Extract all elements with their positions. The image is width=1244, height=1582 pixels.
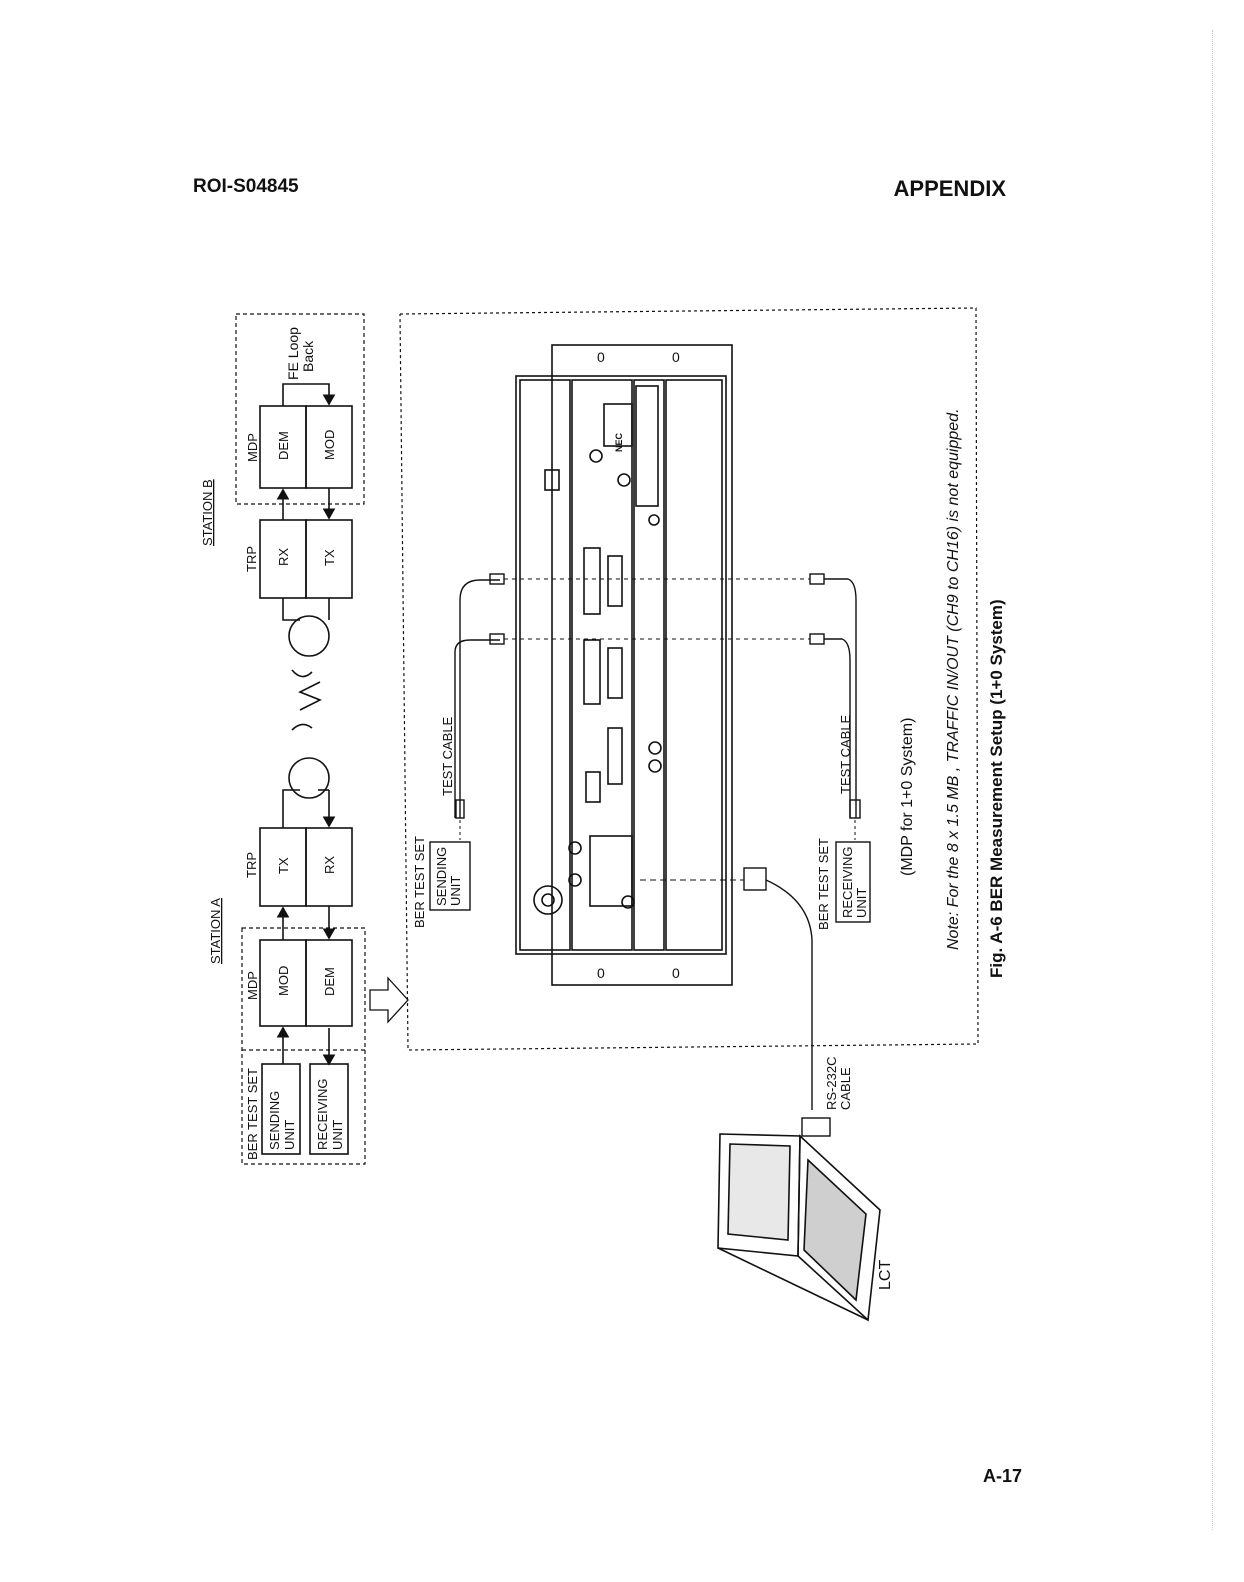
mod-b: MOD [322,430,337,460]
station-b-labels: STATION B TRP RX TX MDP DEM MOD FE Loop … [200,327,337,572]
dem-b: DEM [276,431,291,460]
page-number: A-17 [982,1466,1022,1486]
ber-boxes [429,841,871,923]
station-b [235,313,365,657]
sub-caption: (MDP for 1+0 System) [899,718,916,876]
receiving-unit-a-2: UNIT [330,1120,345,1150]
svg-text:0: 0 [672,349,680,365]
rs232c-1: RS-232C [824,1057,839,1110]
station-a [241,757,409,1165]
mdp-b: MDP [245,433,260,462]
ber-receiving-3: UNIT [854,888,869,918]
trp-b: TRP [244,546,259,572]
trp-a: TRP [244,852,259,878]
svg-text:0: 0 [597,965,605,981]
station-a-title: STATION A [208,898,223,964]
ber-sending-1: BER TEST SET [412,836,427,928]
figure-note: Note: For the 8 x 1.5 MB , TRAFFIC IN/OU… [945,408,962,950]
unit-brand: NEC [614,432,624,452]
page-edge [1212,30,1214,1530]
tx-b: TX [322,549,337,566]
svg-text:0: 0 [672,965,680,981]
tx-a: TX [276,857,291,874]
receiving-unit-a-1: RECEIVING [315,1078,330,1150]
mod-a: MOD [276,966,291,996]
rs232c-2: CABLE [838,1067,853,1110]
lct-label: LCT [877,1260,894,1290]
sending-unit-a-2: UNIT [282,1120,297,1150]
rx-a: RX [322,856,337,874]
dem-a: DEM [322,967,337,996]
detail-view: 0 0 0 0 NEC [399,307,979,1322]
svg-text:0: 0 [597,349,605,365]
rx-b: RX [276,548,291,566]
ber-test-set-a: BER TEST SET [245,1068,260,1160]
mdp-chassis: 0 0 0 0 [515,344,733,986]
ber-sending-2: SENDING [434,847,449,906]
fe-loop-back-1: FE Loop [285,327,301,380]
lct-laptop-icon [717,1133,881,1322]
fe-loop-back-2: Back [300,340,316,372]
detail-labels: BER TEST SET SENDING UNIT BER TEST SET R… [412,714,916,1110]
figure-caption: Fig. A-6 BER Measurement Setup (1+0 Syst… [987,599,1006,978]
mdp-a: MDP [245,971,260,1000]
test-cable-2: TEST CABLE [838,714,853,794]
ber-receiving-2: RECEIVING [840,846,855,918]
station-a-labels: STATION A BER TEST SET SENDING UNIT RECE… [208,852,345,1160]
document-id: ROI-S04845 [193,176,299,197]
test-cable-1: TEST CABLE [440,716,455,796]
station-b-title: STATION B [200,479,215,546]
test-cables [454,573,861,1137]
ber-sending-3: UNIT [448,876,463,906]
section-title: APPENDIX [893,176,1006,201]
sending-unit-a-1: SENDING [267,1091,282,1150]
ber-receiving-1: BER TEST SET [816,838,831,930]
radio-link [291,669,322,731]
